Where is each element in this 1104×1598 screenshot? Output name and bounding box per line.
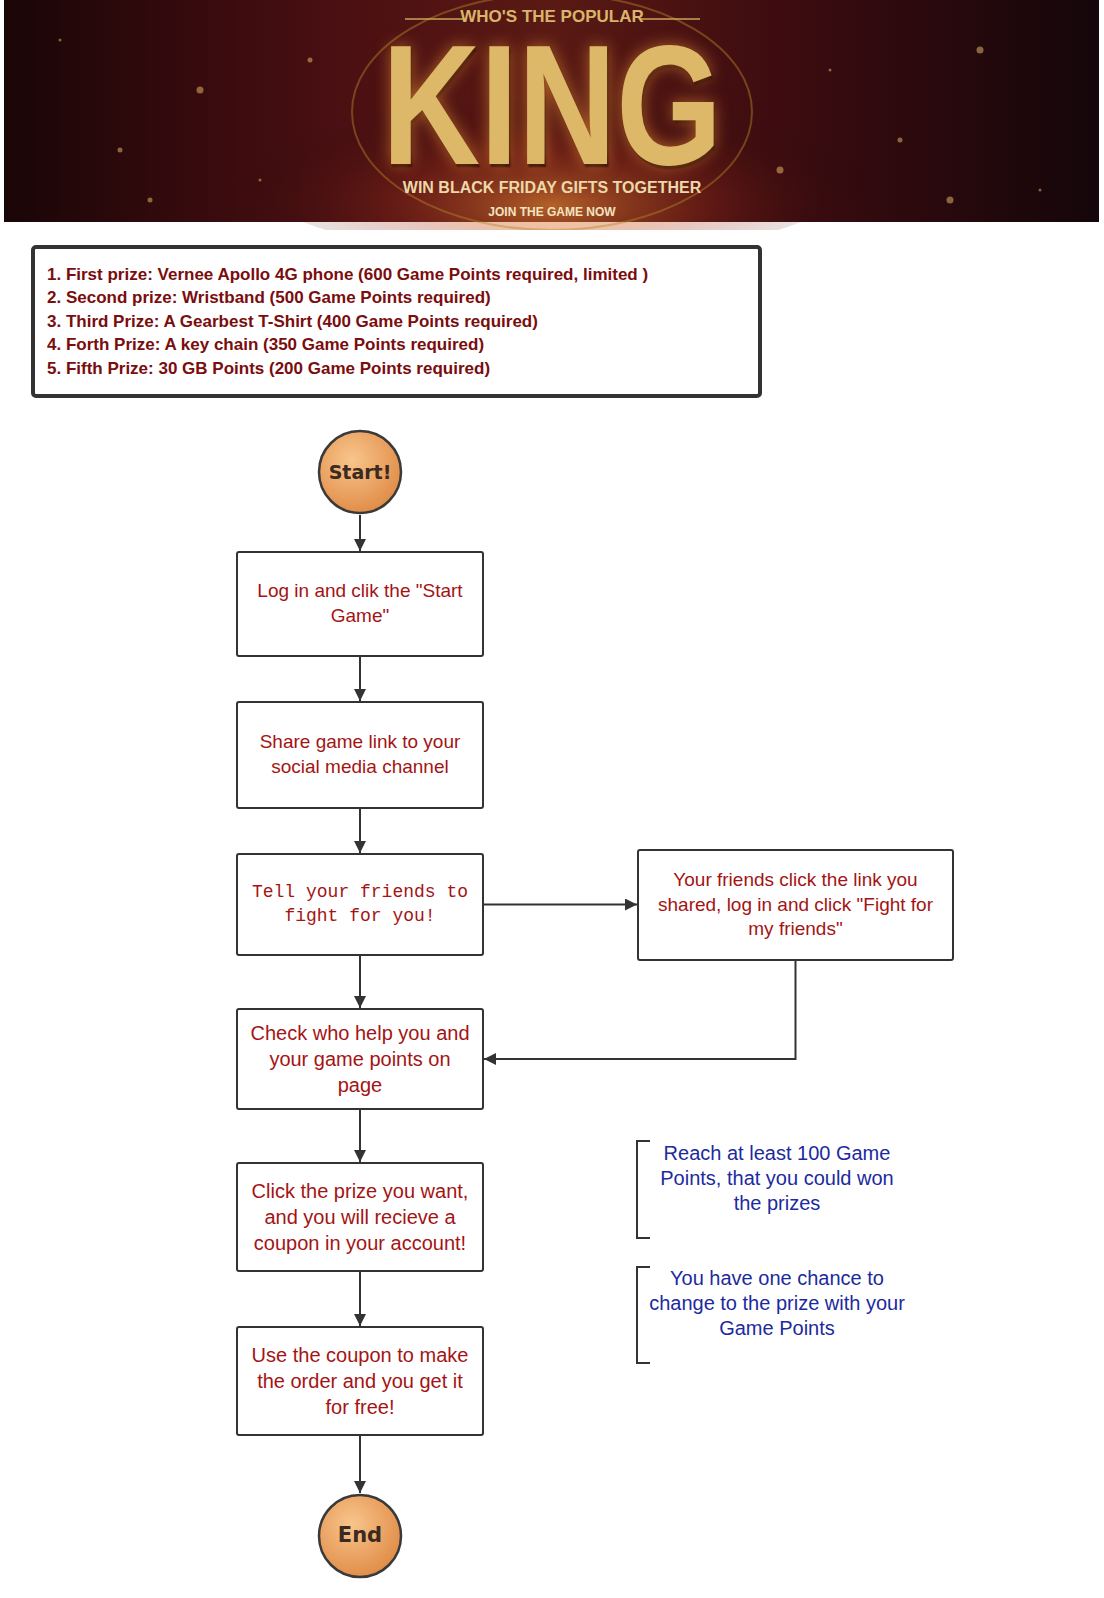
banner-call-to-action: JOIN THE GAME NOW [0, 205, 1104, 219]
spark-dot [947, 197, 954, 204]
spark-dot [197, 87, 204, 94]
prize-list-box: 1. First prize: Vernee Apollo 4G phone (… [31, 245, 762, 398]
spark-dot [1039, 189, 1042, 192]
process-box: Share game link to your social media cha… [236, 701, 484, 809]
step-text: Log in and clik the "Start Game" [248, 579, 472, 628]
note-text: Reach at least 100 Game Points, that you… [646, 1141, 908, 1216]
end-terminal: End [317, 1493, 403, 1579]
spark-dot [59, 39, 62, 42]
note-text: You have one chance to change to the pri… [646, 1266, 908, 1341]
spark-dot [829, 69, 832, 72]
start-terminal: Start! [317, 429, 403, 515]
spark-dot [977, 47, 984, 54]
step-text: Your friends click the link you shared, … [649, 868, 942, 942]
process-box: Click the prize you want, and you will r… [236, 1162, 484, 1272]
terminal-text: Start! [329, 460, 392, 485]
note-bracket [637, 1267, 650, 1363]
step-text: Tell your friends to fight for you! [248, 881, 472, 928]
prize-line: 3. Third Prize: A Gearbest T-Shirt (400 … [47, 310, 746, 334]
step-text: Click the prize you want, and you will r… [248, 1178, 472, 1256]
process-box: Check who help you and your game points … [236, 1008, 484, 1110]
spark-dot [118, 148, 123, 153]
terminal-text: End [338, 1522, 382, 1549]
flow-arrow [359, 956, 361, 1008]
spark-dot [777, 167, 784, 174]
step-text: Share game link to your social media cha… [248, 730, 472, 779]
banner-tagline: WIN BLACK FRIDAY GIFTS TOGETHER [0, 178, 1104, 197]
flow-arrow [359, 1272, 361, 1326]
banner-title: KING [110, 20, 993, 190]
prize-line: 1. First prize: Vernee Apollo 4G phone (… [47, 263, 746, 287]
flow-arrow [484, 904, 637, 906]
flow-arrow [359, 809, 361, 853]
flow-arrow [359, 515, 361, 551]
prize-line: 2. Second prize: Wristband (500 Game Poi… [47, 286, 746, 310]
process-box: Log in and clik the "Start Game" [236, 551, 484, 657]
prize-line: 5. Fifth Prize: 30 GB Points (200 Game P… [47, 357, 746, 381]
terminal-circle [319, 431, 401, 513]
step-text: Check who help you and your game points … [248, 1020, 472, 1098]
process-box: Your friends click the link you shared, … [637, 849, 954, 961]
flow-arrow [359, 1436, 361, 1493]
prize-line: 4. Forth Prize: A key chain (350 Game Po… [47, 333, 746, 357]
process-box: Tell your friends to fight for you! [236, 853, 484, 956]
process-box: Use the coupon to make the order and you… [236, 1326, 484, 1436]
spark-dot [259, 179, 262, 182]
spark-dot [898, 138, 903, 143]
spark-dot [148, 198, 153, 203]
step-text: Use the coupon to make the order and you… [248, 1342, 472, 1420]
flow-arrow [359, 1110, 361, 1162]
note-bracket [637, 1141, 650, 1238]
spark-dot [308, 58, 313, 63]
flow-arrow [484, 961, 796, 1059]
terminal-circle [319, 1495, 401, 1577]
flow-arrow [359, 657, 361, 701]
